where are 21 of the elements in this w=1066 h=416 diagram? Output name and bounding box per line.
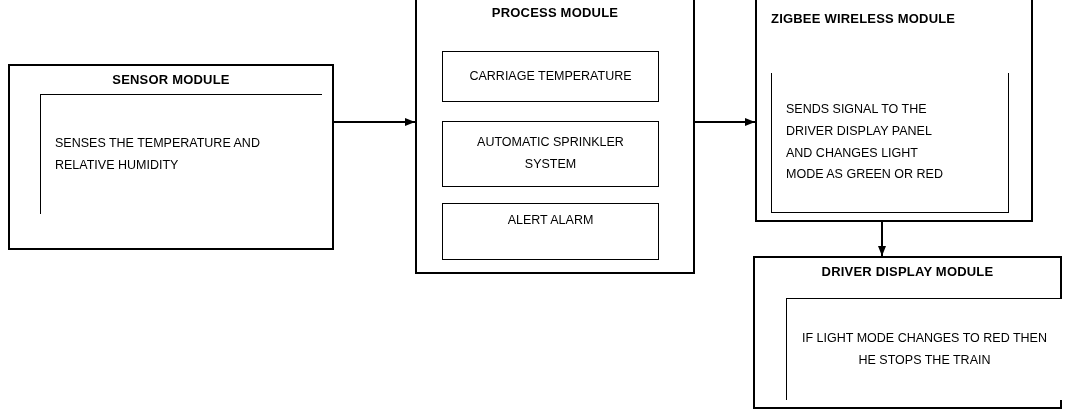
module-box [755, 0, 1033, 222]
module-title: SENSOR MODULE [111, 71, 231, 89]
function-text: ALERT ALARM [506, 212, 595, 229]
arrow [878, 221, 886, 257]
arrow [694, 118, 756, 126]
module-title: PROCESS MODULE [490, 4, 620, 22]
function-box [442, 51, 659, 102]
module-box [415, 0, 695, 274]
module-box [8, 64, 334, 250]
function-box [442, 203, 659, 260]
function-box [771, 73, 1009, 213]
function-text: SENDS SIGNAL TO THE DRIVER DISPLAY PANEL AND CHANGES LIGHT MODE AS GREEN OR RED [785, 100, 944, 184]
module-title: DRIVER DISPLAY MODULE [820, 263, 995, 281]
function-text: AUTOMATIC SPRINKLER SYSTEM [476, 134, 625, 173]
function-text: CARRIAGE TEMPERATURE [468, 67, 633, 85]
module-title: ZIGBEE WIRELESS MODULE [770, 10, 957, 28]
function-text: IF LIGHT MODE CHANGES TO RED THEN HE STOPS THE TRAIN [801, 329, 1048, 369]
function-box [442, 121, 659, 187]
arrow [333, 118, 416, 126]
function-text: SENSES THE TEMPERATURE AND RELATIVE HUMIDITY [54, 134, 261, 174]
module-box [753, 256, 1062, 409]
